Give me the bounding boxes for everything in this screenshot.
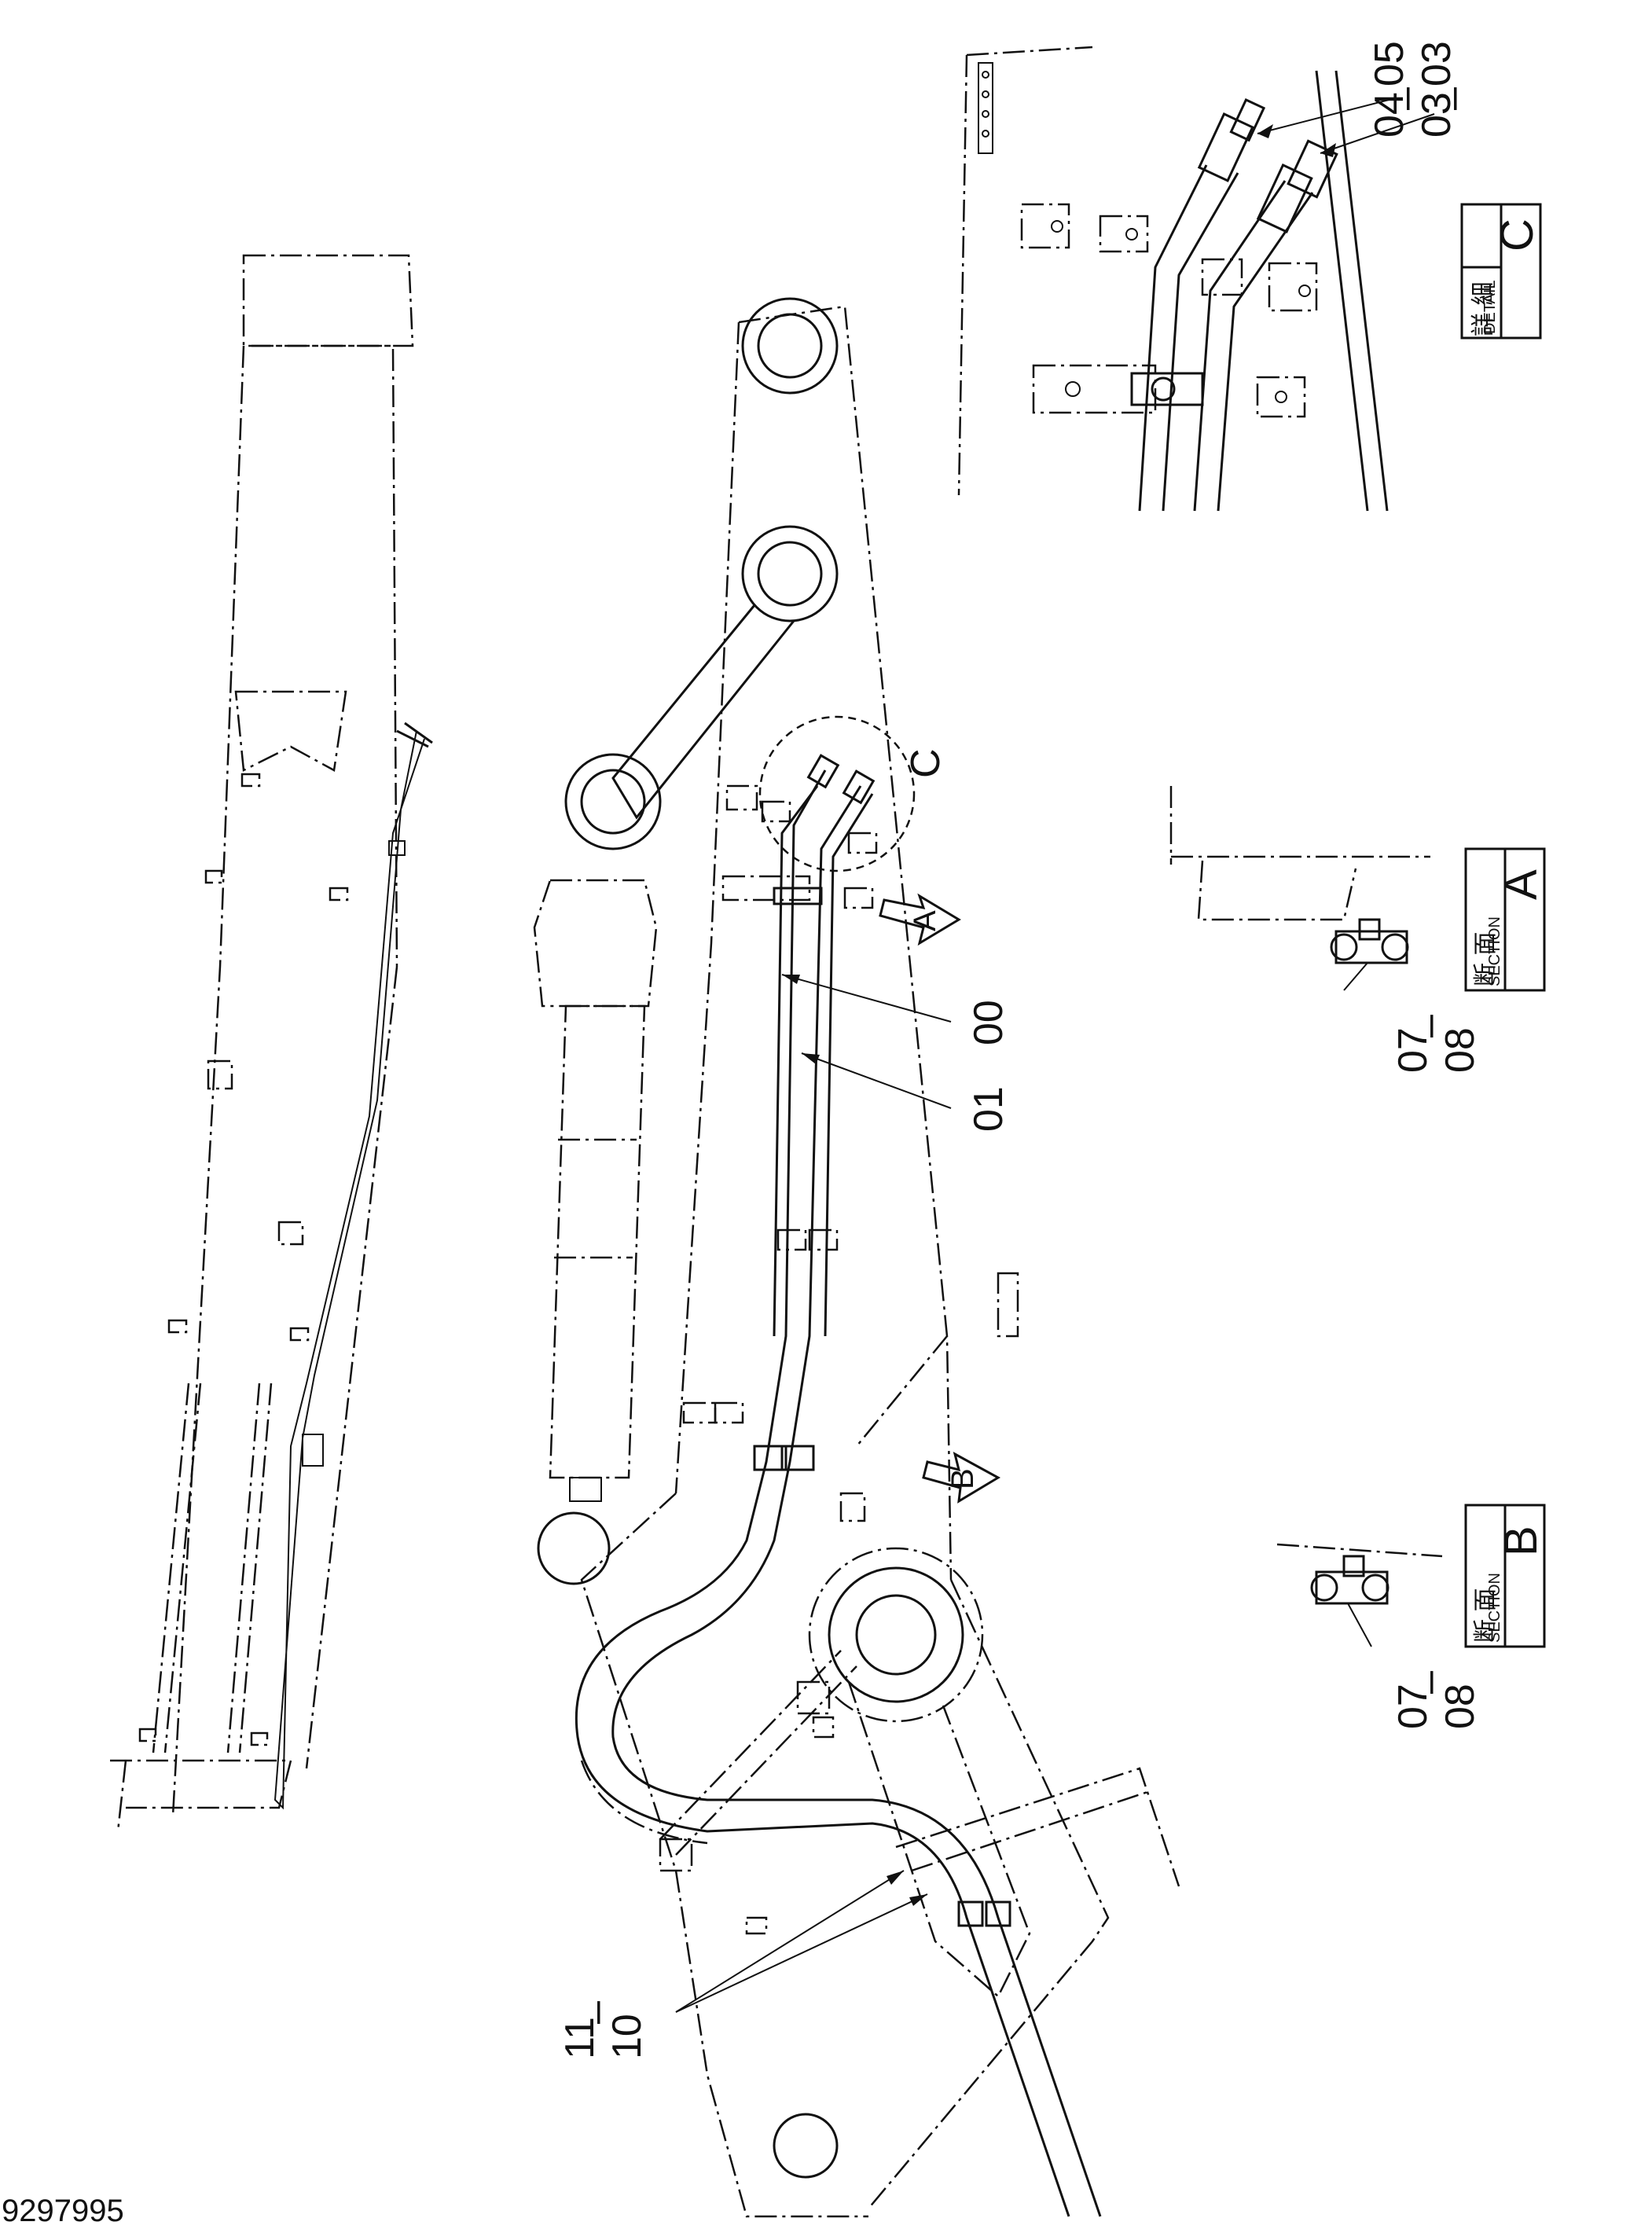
legend-section-b-letter: B: [1496, 1526, 1547, 1556]
dash-sep-2: –: [1430, 87, 1475, 110]
callout-04-03-b: 03: [1414, 92, 1459, 138]
callout-labels: 04 03 05 03 – – 00 01 07 08 – 07 08 – 11…: [557, 41, 1483, 2059]
callout-hose-00: 00: [966, 1000, 1011, 1045]
marker-arrow-b: B: [945, 1468, 980, 1489]
dash-sep-3: –: [1406, 1015, 1452, 1037]
legend-section-b: 断 面 SECTION B: [1464, 1504, 1547, 1648]
drawing-number: 9297995: [2, 2194, 124, 2228]
callout-lower-11: 11: [557, 2017, 603, 2059]
marker-arrow-a: A: [908, 910, 942, 931]
dash-sep-1: –: [1382, 87, 1428, 110]
detail-c-circle: [758, 715, 916, 872]
callout-hose-01: 01: [966, 1086, 1011, 1132]
section-b-view: [1276, 1543, 1443, 1647]
legend-section-a: 断 面 SECTION A: [1464, 847, 1547, 992]
view-arrow-a: [879, 893, 961, 946]
callout-section-b-07: 07: [1390, 1684, 1436, 1729]
legend-detail-c: 詳 細 DETAIL DETAIL C: [1460, 203, 1543, 340]
detail-c-view: [957, 46, 1435, 512]
legend-detail-cjk: 詳 細: [1470, 281, 1497, 336]
legend-section-a-en: SECTION: [1486, 916, 1503, 986]
boom-plan-view: [533, 297, 1180, 2218]
legend-detail-en-label: DETAIL: [1481, 280, 1499, 334]
hydraulic-hoses: [575, 754, 1102, 2217]
section-a-view: [1169, 786, 1430, 991]
marker-circle-c: C: [903, 748, 949, 778]
legend-section-a-letter: A: [1496, 869, 1547, 900]
callout-section-a-08: 08: [1437, 1027, 1483, 1073]
leader-lines: [675, 974, 952, 2013]
callout-section-a-07: 07: [1390, 1027, 1436, 1073]
dash-sep-4: –: [1406, 1671, 1452, 1694]
legend-section-b-cjk: 断 面: [1472, 1588, 1500, 1643]
callout-05-03-a: 05: [1367, 41, 1412, 86]
callout-05-03-b: 03: [1414, 41, 1459, 86]
callout-section-b-08: 08: [1437, 1684, 1483, 1729]
dash-sep-5: –: [573, 2001, 619, 2024]
callout-04-03-a: 04: [1367, 92, 1412, 138]
boom-side-view: [110, 254, 433, 1832]
legend-section-a-cjk: 断 面: [1472, 931, 1500, 986]
legend-detail-letter: C: [1492, 218, 1543, 252]
legend-section-b-en: SECTION: [1486, 1573, 1503, 1643]
callout-lower-10: 10: [604, 2014, 650, 2059]
view-arrow-b: [922, 1452, 1001, 1504]
